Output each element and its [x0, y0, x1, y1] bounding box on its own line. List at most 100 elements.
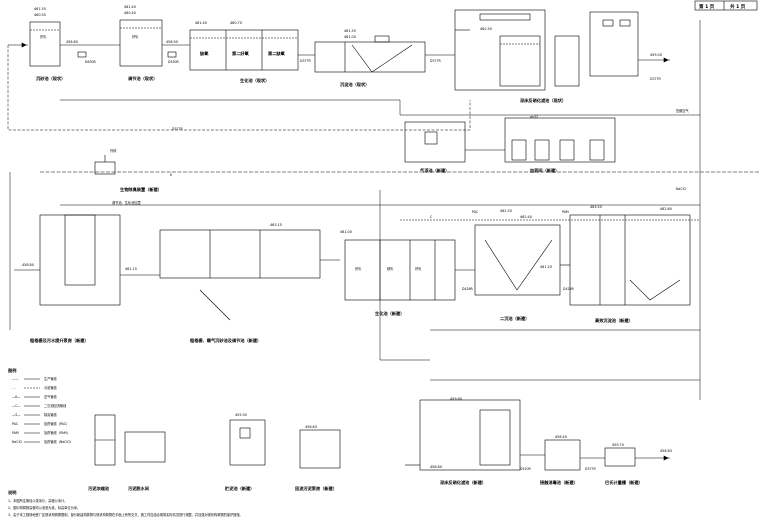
legend-label: 污泥管线 [44, 385, 58, 390]
elev-30: 461.20 [540, 265, 552, 269]
new-train [14, 214, 691, 321]
elev-28: 462.50 [500, 209, 512, 213]
notes-line-1: 1、本图所注管径以毫米计，高程以米计。 [8, 498, 67, 503]
pipe-7: D377R [172, 127, 184, 131]
label-parshall: 巴氏计量槽（新建） [605, 479, 643, 486]
label-anaerobic: 厌氧 [40, 34, 47, 39]
elev-40: 458.83 [305, 425, 317, 429]
label-aerobic-new: 好氧 [415, 266, 422, 271]
total-label: 共 1 页 [730, 3, 746, 10]
marker-c: C [430, 215, 433, 219]
legend-key: PAM [12, 431, 19, 435]
marker-k: K [170, 173, 173, 177]
elev-35: 458.80 [430, 465, 442, 469]
legend-label: 加药管线（NaClO） [44, 439, 73, 444]
elev-6: 458.90 [166, 40, 178, 44]
elev-16: 463.15 [270, 223, 282, 227]
marker-pam: PAM [562, 210, 569, 214]
existing-train [8, 9, 670, 91]
legend-key: —C— [12, 404, 21, 408]
label-sedimentation: 沉淀池（现状） [340, 81, 369, 88]
bottom-labels: 污泥浓缩池 污泥脱水间 贮泥池（新建） 回流污泥泵房（新建） 深床反硝化滤池（新… [88, 397, 672, 492]
legend-key: —K— [12, 395, 21, 399]
label-air-float: 气浮池（新建） [420, 167, 449, 174]
elev-34: 459.80 [450, 397, 462, 401]
pipe-5: D377R [430, 59, 442, 63]
marker-air: 压缩空气 [676, 108, 690, 113]
label-bio: 生化池（现状） [240, 77, 269, 84]
legend-key: PAC [12, 422, 19, 426]
legend-label: 加药管线（PAM） [44, 430, 70, 435]
elev-3: 458.80 [66, 40, 78, 44]
elev-26: 461.15 [125, 267, 137, 271]
legend-key: - - [12, 386, 15, 390]
deodor-unit [94, 155, 116, 175]
label-aerobic: 第二好氧 [232, 50, 250, 57]
pipe-12: D510R [520, 467, 532, 471]
legend-key: —S— [12, 413, 21, 417]
elev-27: 461.00 [340, 230, 352, 234]
elev-5: 460.40 [124, 11, 136, 15]
label-secondary-clar: 二沉池（新建） [500, 315, 529, 322]
pipe-9: D426R [462, 287, 474, 291]
legend: 图例 —— 生产管线 - - 污泥管线 —K— 空气管线 —C— 二沉池回流管线 —S— 除臭管线… [8, 367, 73, 444]
label-dosing: 加药间（新建） [529, 167, 559, 174]
pipe-1: D630R [85, 60, 97, 64]
elev-8: 460.70 [230, 21, 242, 25]
mid-labels: 粗格栅及污水提升泵房（新建） 粗格栅、曝气沉砂池及调节池（新建） 生化池（新建）… [22, 108, 690, 344]
legend-key: NaClO [12, 440, 22, 444]
label-anaerobic-new: 厌氧 [355, 266, 362, 271]
pipe-2: D530R [168, 60, 180, 64]
label-out: 外排 [110, 148, 117, 153]
notes-title: 说明 [8, 489, 16, 496]
elev-38: 456.83 [660, 449, 672, 453]
pipe-10: D426R [563, 287, 575, 291]
elev-4: 461.40 [124, 5, 136, 9]
label-aerobic-reg: 好氧 [132, 34, 139, 39]
label-anoxic: 缺氧 [199, 50, 209, 57]
notes-line-2: 2、图中构筑物高程均以池底为准，标高单位为米。 [8, 505, 80, 510]
page-header: 第 1 页 共 1 页 [694, 0, 758, 11]
label-regulating: 调节池（现状） [128, 75, 157, 82]
label-anoxic-new: 缺氧 [387, 266, 394, 271]
notes: 说明 1、本图所注管径以毫米计，高程以米计。 2、图中构筑物高程均以池底为准，标… [8, 489, 243, 517]
legend-label: 二沉池回流管线 [44, 403, 67, 408]
elev-33: 462.60 [660, 207, 672, 211]
label-sludge-dewater: 污泥脱水间 [128, 485, 149, 492]
elev-39: 455.30 [235, 413, 247, 417]
legend-label: 生产管线 [44, 376, 58, 381]
pipe-13: D377R [585, 467, 597, 471]
elev-32: 463.50 [590, 205, 602, 209]
label-sludge-conc: 污泥浓缩池 [88, 485, 110, 492]
recycle-lines [7, 20, 760, 400]
elev-1: 461.55 [34, 7, 46, 11]
legend-label: 空气管线 [44, 394, 58, 399]
elev-2: 460.55 [34, 13, 46, 17]
notes-line-3: 3、由于本工程场地受厂区现状构筑物限制，部分新建构筑物与现状构筑物在平面上有所交… [8, 512, 243, 517]
label-anoxic2: 第二缺氧 [268, 50, 286, 57]
elev-9: 461.55 [344, 29, 356, 33]
label-sludge-pool: 贮泥池（新建） [224, 485, 254, 492]
elev-14: 459.00 [650, 53, 662, 57]
top-labels: 沉砂池（现状） 调节池（现状） 生化池（现状） 缺氧 第二好氧 第二缺氧 沉淀池… [34, 5, 662, 131]
legend-label: 加药管线（PAC） [44, 421, 69, 426]
marker-pac: PAC [472, 210, 479, 214]
elev-11: 462.50 [480, 27, 492, 31]
legend-key: —— [12, 377, 19, 381]
page-label: 第 1 页 [699, 3, 715, 10]
label-pretreat: 粗格栅、曝气沉砂池及调节池（新建） [190, 337, 261, 344]
elev-7: 461.40 [195, 21, 207, 25]
elev-15: 458.80 [22, 263, 34, 267]
pipe-4: D377R [300, 59, 312, 63]
elev-29: 462.40 [520, 215, 532, 219]
label-grit: 沉砂池（现状） [36, 75, 65, 82]
label-deodor: 生物除臭装置（新建） [120, 186, 162, 193]
marker-naclo: NaClO [676, 187, 686, 191]
label-disinfection: 接触消毒池（新建） [540, 479, 578, 486]
legend-label: 除臭管线 [44, 412, 58, 417]
pipe-6: D377R [650, 77, 662, 81]
label-deodor-note: 调节池、生化池加罩 [112, 200, 141, 205]
legend-title: 图例 [8, 367, 16, 374]
elev-37: 459.70 [612, 443, 624, 447]
elev-36: 458.40 [555, 435, 567, 439]
